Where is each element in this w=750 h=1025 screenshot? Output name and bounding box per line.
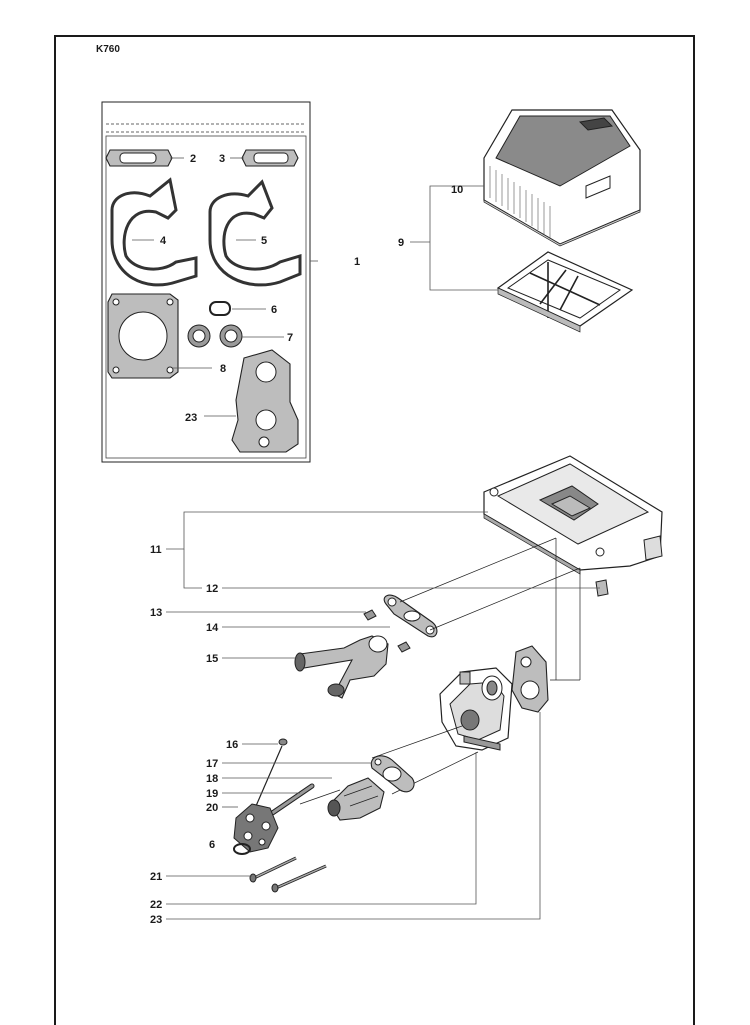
callout-11: 11 <box>150 544 162 556</box>
filter-base-11 <box>483 455 663 575</box>
flange-17 <box>370 755 415 793</box>
cover-20 <box>233 803 279 853</box>
callout-18: 18 <box>206 773 218 785</box>
callout-23-lower: 23 <box>150 914 162 926</box>
callout-16: 16 <box>226 739 238 751</box>
callout-6: 6 <box>271 304 277 316</box>
intake-manifold-15 <box>294 635 389 699</box>
callout-23: 23 <box>185 412 197 424</box>
gasket-kit-bag <box>101 101 311 463</box>
callout-12: 12 <box>206 583 218 595</box>
nut-12 <box>595 579 609 597</box>
cylinder-gasket-8 <box>107 293 179 379</box>
carburettor-22 <box>439 667 513 751</box>
callout-17: 17 <box>206 758 218 770</box>
callout-15: 15 <box>206 653 218 665</box>
crankcase-gasket-5 <box>208 179 302 287</box>
callout-9: 9 <box>398 237 404 249</box>
callout-19: 19 <box>206 788 218 800</box>
callout-5: 5 <box>261 235 267 247</box>
intake-boot-18 <box>327 777 385 821</box>
screws-13 <box>363 609 411 653</box>
callout-4: 4 <box>160 235 167 247</box>
callout-20: 20 <box>206 802 218 814</box>
callout-2: 2 <box>190 153 196 165</box>
carb-gasket-23 <box>511 645 549 713</box>
exhaust-gasket-2 <box>105 149 173 167</box>
explode-lines-top <box>399 537 581 681</box>
callout-3: 3 <box>219 153 225 165</box>
intake-gasket-23 <box>231 349 299 453</box>
bolt-16 <box>255 738 288 807</box>
air-filter-10 <box>483 109 641 247</box>
crankcase-gasket-4 <box>110 177 198 287</box>
callout-21: 21 <box>150 871 162 883</box>
page-border <box>54 35 695 1025</box>
callout-10: 10 <box>451 184 463 196</box>
o-ring-6-lower <box>233 843 251 855</box>
bolts-21 <box>249 856 327 893</box>
pre-filter-9 <box>496 251 634 333</box>
callout-1: 1 <box>354 256 360 268</box>
callout-13: 13 <box>150 607 162 619</box>
callout-6-lower: 6 <box>209 839 215 851</box>
callout-22: 22 <box>150 899 162 911</box>
callout-7: 7 <box>287 332 293 344</box>
intake-flange-14 <box>383 594 438 638</box>
callout-8: 8 <box>220 363 226 375</box>
seal-rings-7 <box>187 324 243 348</box>
leader-lines <box>132 157 600 920</box>
model-label: K760 <box>96 44 120 55</box>
callout-labels: 1 2 3 4 5 6 7 8 9 10 11 12 13 14 15 16 1… <box>150 153 463 926</box>
exhaust-gasket-3 <box>241 149 299 167</box>
callout-14: 14 <box>206 622 219 634</box>
o-ring-6 <box>209 301 231 316</box>
